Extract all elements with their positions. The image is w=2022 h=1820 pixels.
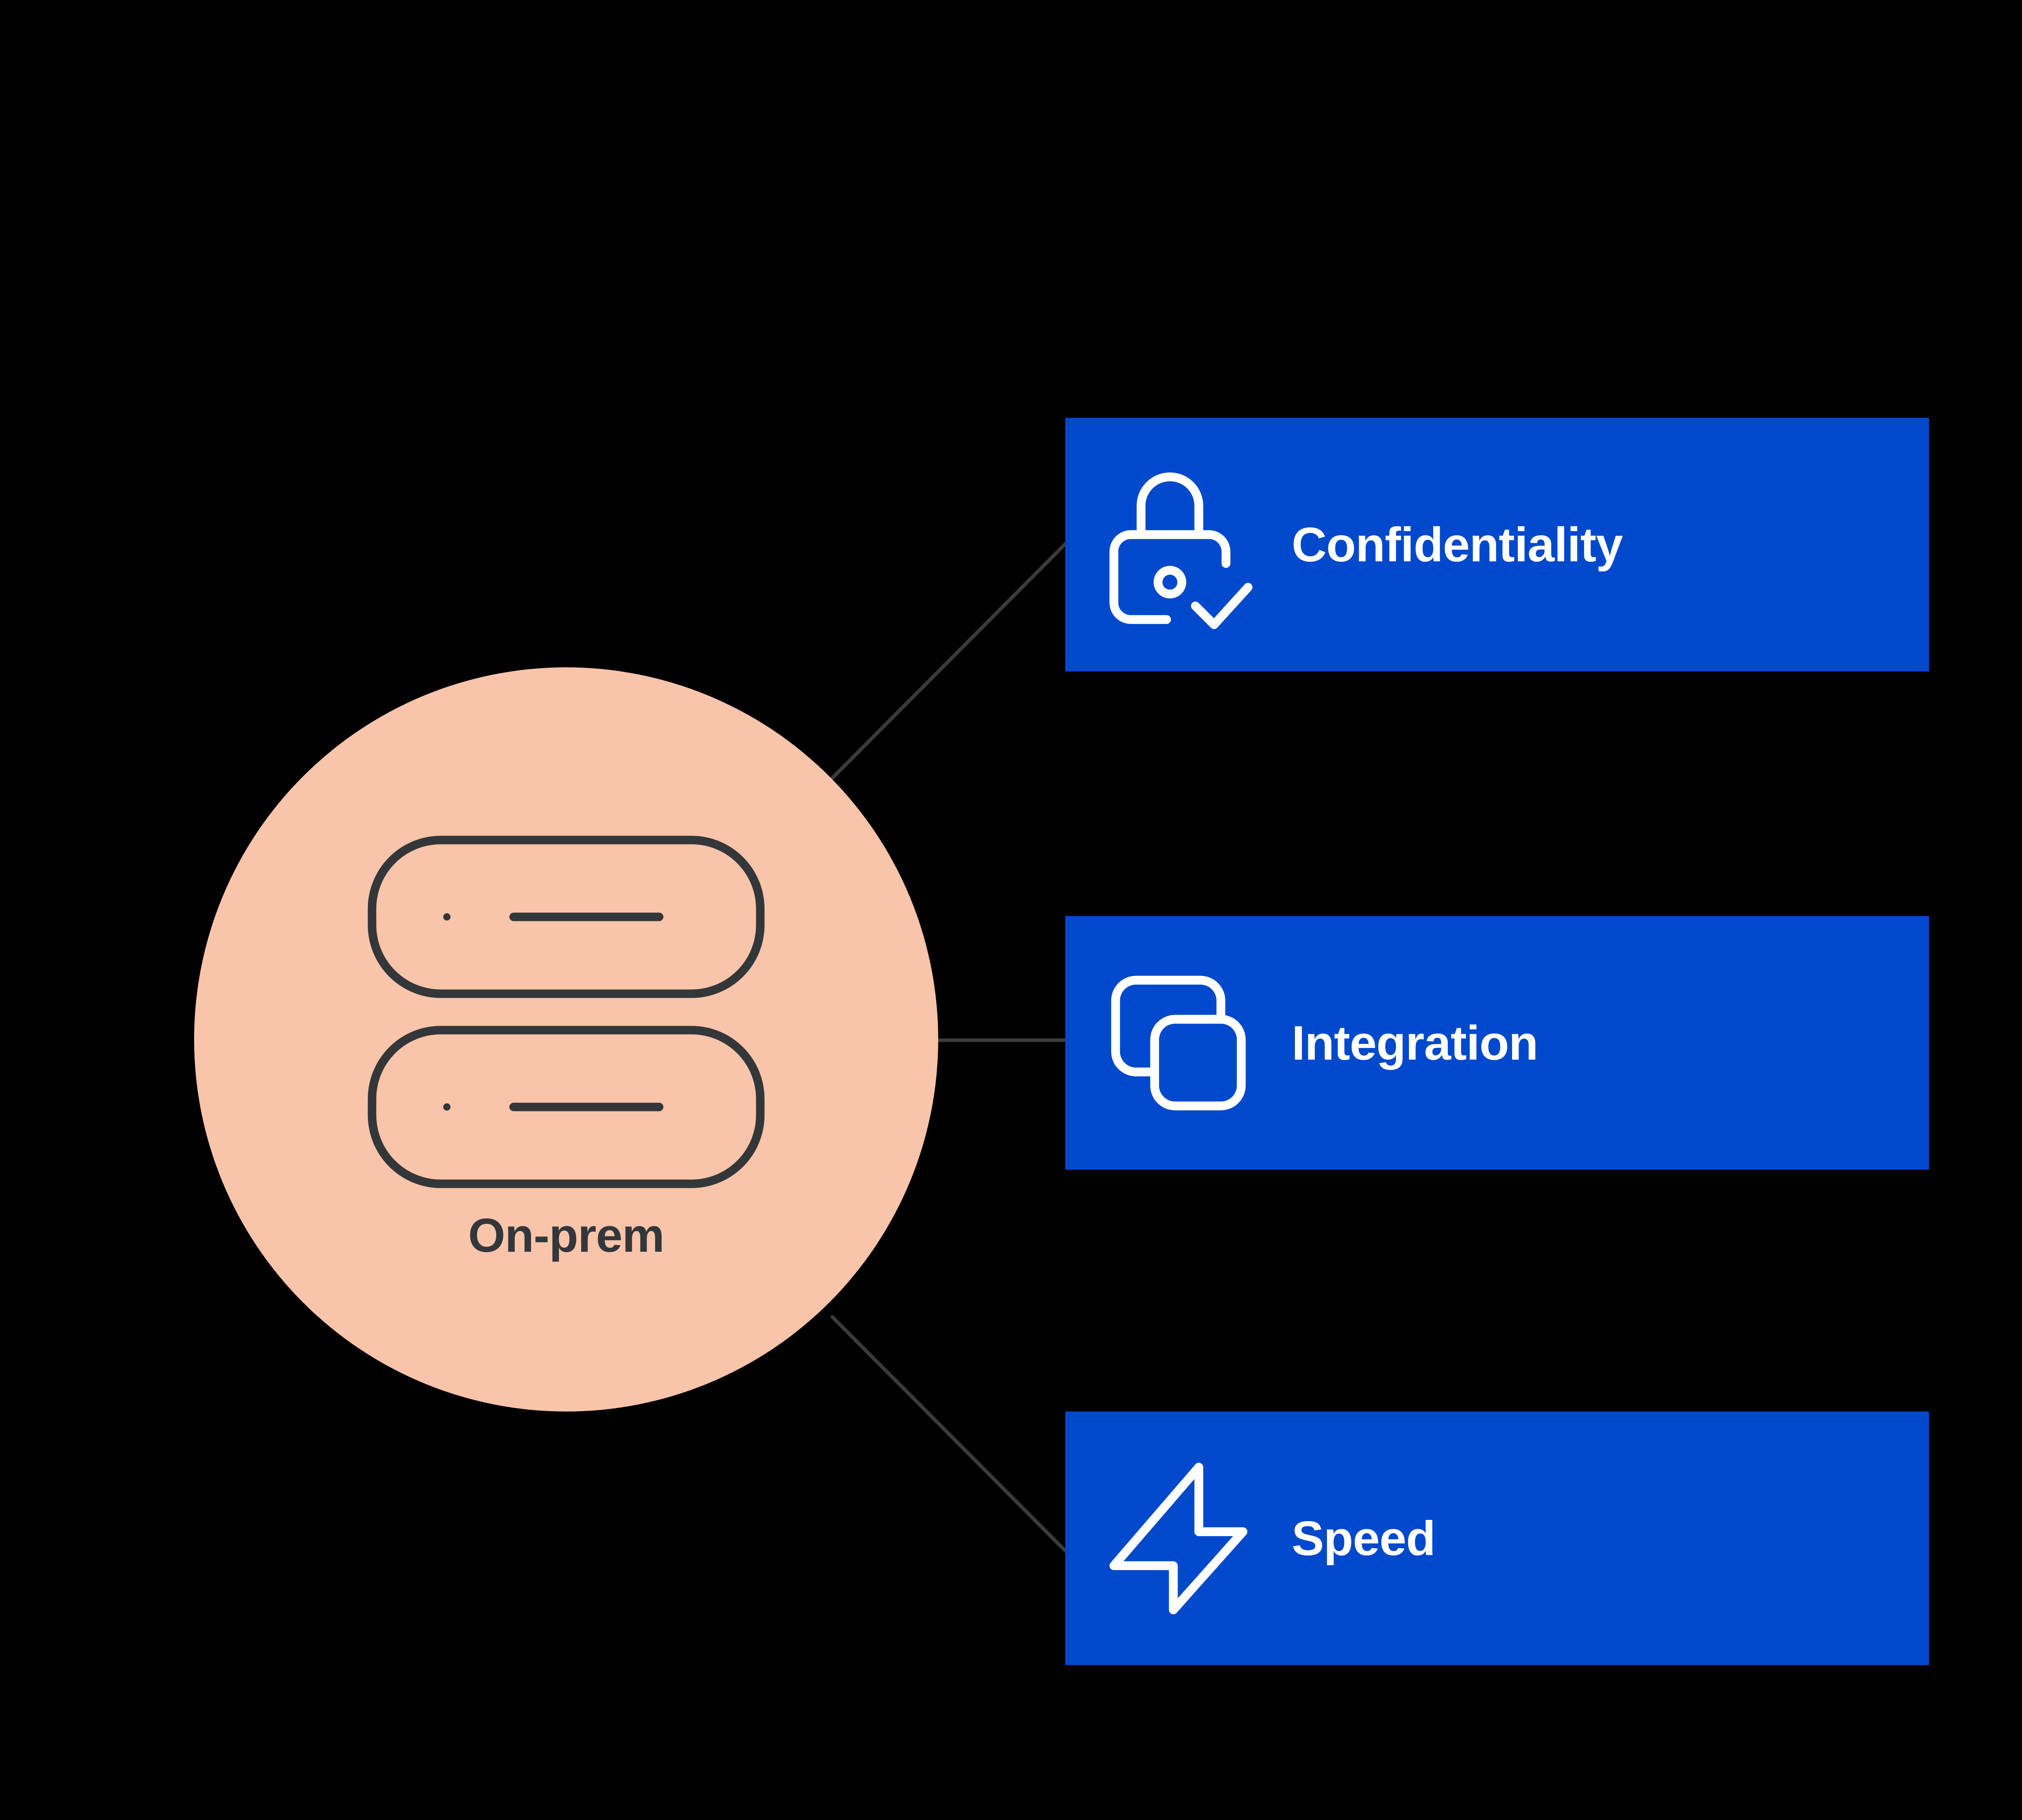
card-label: Speed [1292, 1511, 1436, 1566]
benefit-card-speed[interactable]: Speed [1065, 1412, 1929, 1665]
hub-label: On-prem [468, 1209, 665, 1262]
on-prem-hub[interactable]: On-prem [194, 667, 938, 1412]
lock-check-icon [1109, 472, 1253, 629]
connector-line-confidentiality [821, 542, 1067, 789]
card-label: Integration [1292, 1016, 1538, 1070]
connector-line-speed [830, 1315, 1067, 1553]
server-rack-icon [368, 836, 765, 1188]
card-label: Confidentiality [1292, 517, 1623, 572]
card-icon-slot [1065, 916, 1292, 1170]
benefit-card-integration[interactable]: Integration [1065, 916, 1929, 1170]
card-icon-slot [1065, 1412, 1292, 1665]
hub-content: On-prem [194, 667, 938, 1412]
lightning-bolt-icon [1109, 1462, 1248, 1614]
stacked-squares-icon [1111, 976, 1246, 1110]
benefit-card-confidentiality[interactable]: Confidentiality [1065, 418, 1929, 671]
card-icon-slot [1065, 418, 1292, 671]
